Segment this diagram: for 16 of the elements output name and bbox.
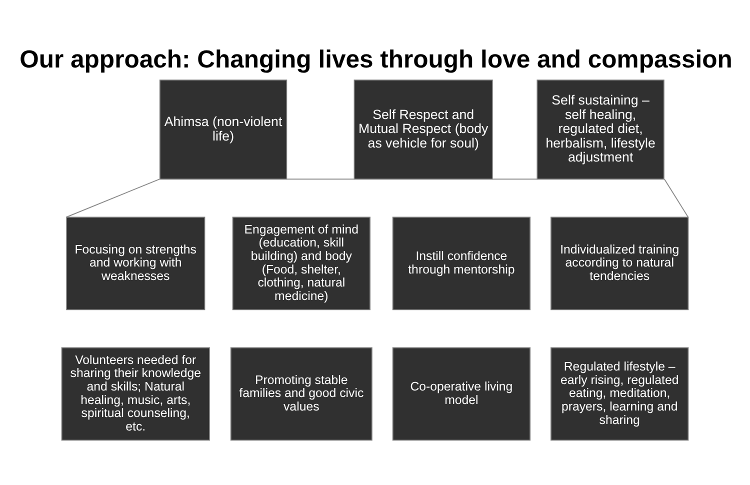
node-box: Promoting stable families and good civic values <box>230 347 372 441</box>
node-box: Focusing on strengths and working with weaknesses <box>66 216 206 310</box>
connector <box>664 178 689 218</box>
connector <box>492 178 538 180</box>
diagram-title: Our approach: Changing lives through love and compassion <box>20 46 732 74</box>
node-box: Individualized training according to natural tendencies <box>550 216 689 310</box>
node-box: Co-operative living model <box>392 347 531 441</box>
node-box: Engagement of mind (education, skill building) and body (Food, shelter, clothing, natural medicine) <box>232 216 370 310</box>
node-box: Instill confidence through mentorship <box>392 216 531 310</box>
node-box: Self Respect and Mutual Respect (body as vehicle for soul) <box>354 80 493 180</box>
connector <box>286 178 356 180</box>
node-box: Volunteers needed for sharing their knowledge and skills; Natural healing, music, arts, spiritual counseling, etc. <box>61 347 210 441</box>
node-box: Regulated lifestyle – early rising, regulated eating, meditation, prayers, learning and sharing <box>550 347 689 441</box>
node-box: Self sustaining – self healing, regulated diet, herbalism, lifestyle adjustment <box>536 80 664 180</box>
connector <box>66 178 160 218</box>
node-box: Ahimsa (non-violent life) <box>159 80 288 180</box>
